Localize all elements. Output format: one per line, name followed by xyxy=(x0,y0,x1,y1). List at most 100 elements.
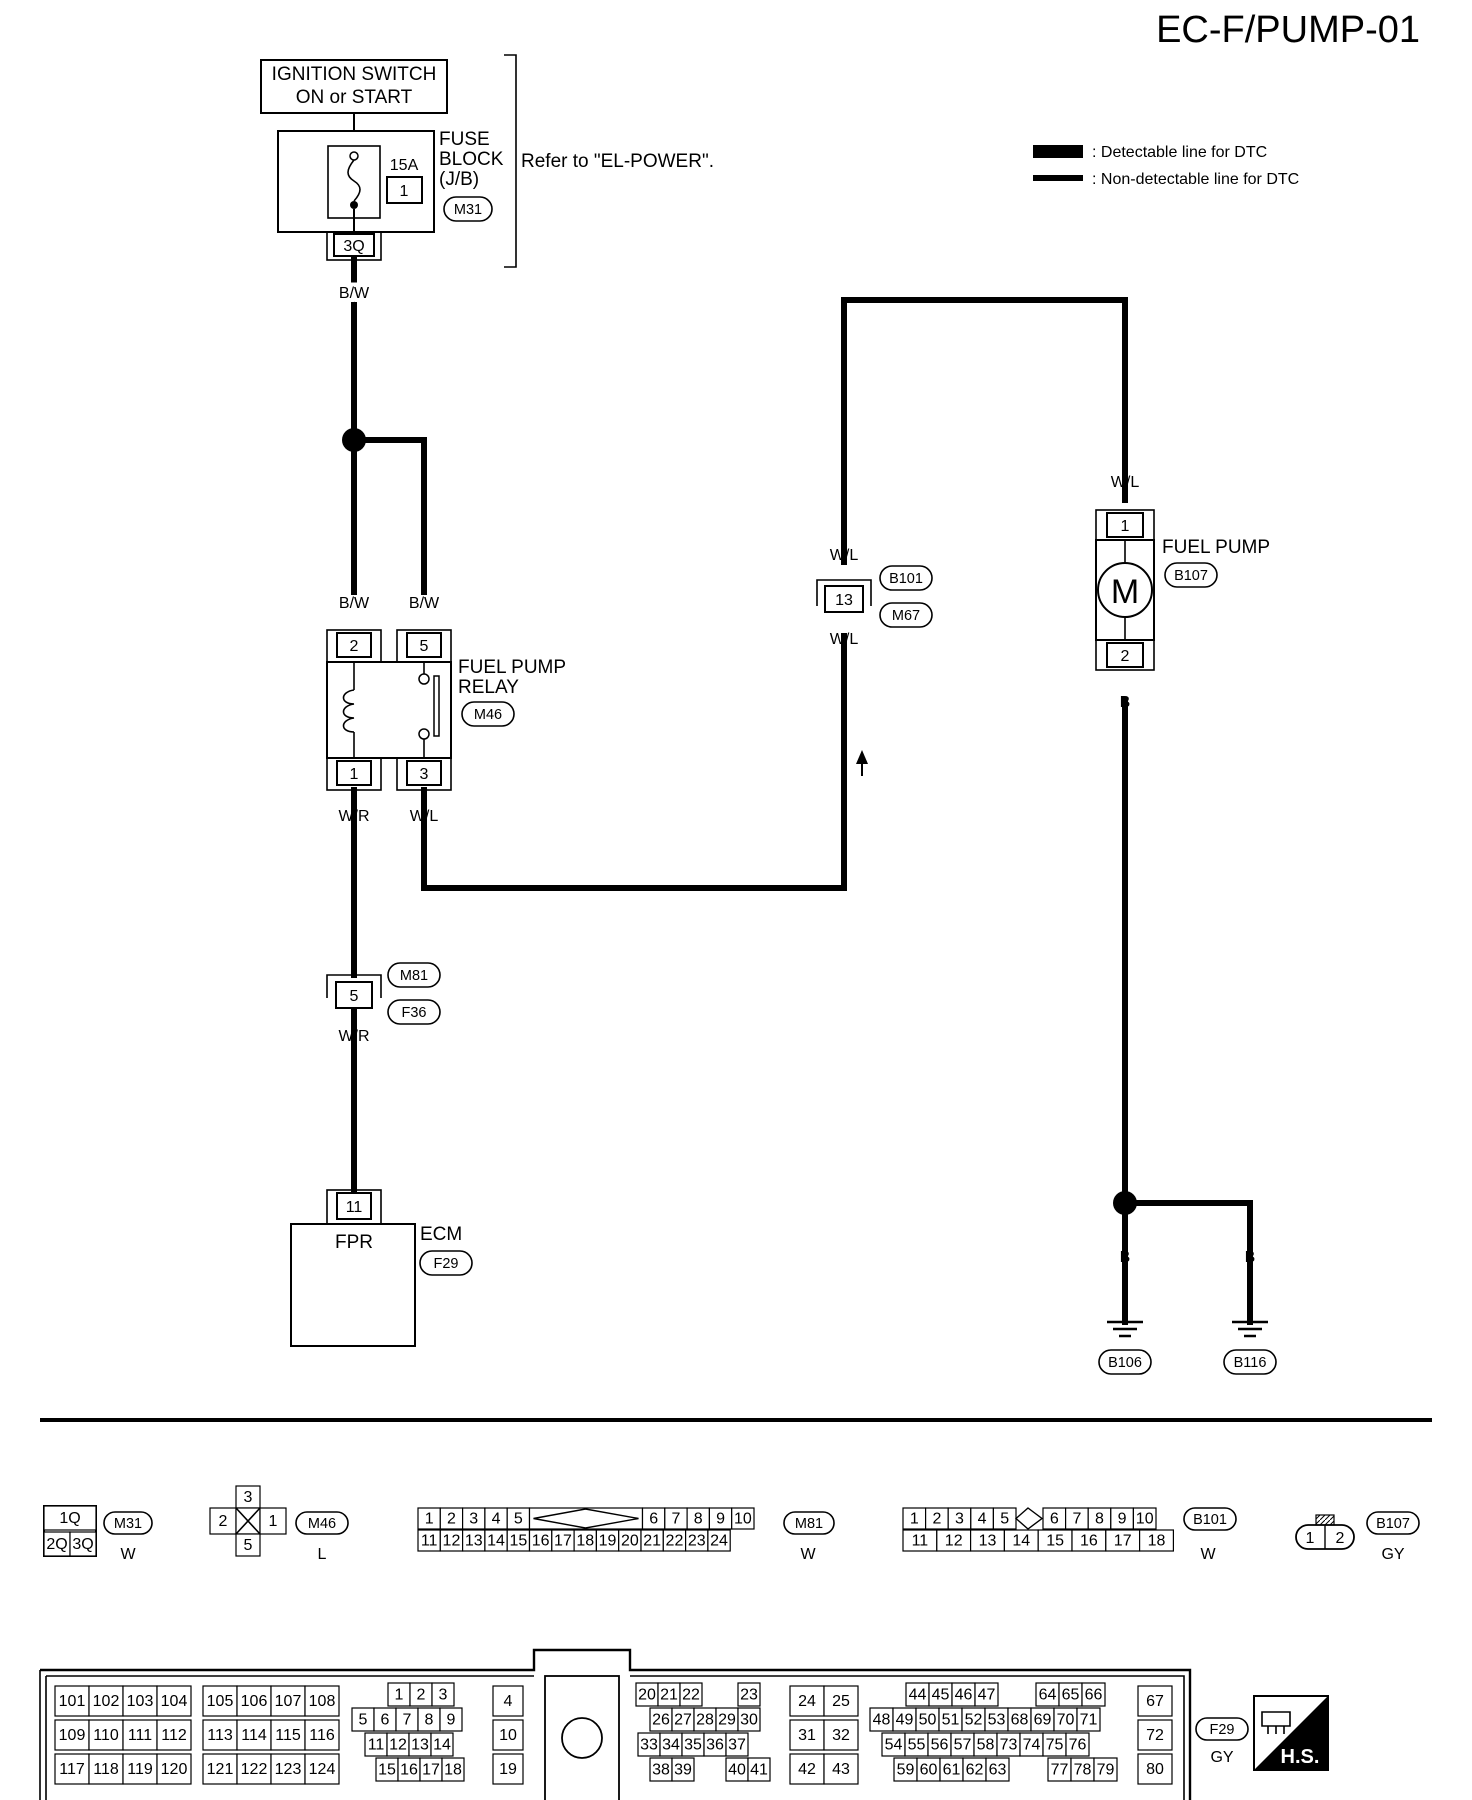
b101-pin-18: 18 xyxy=(1148,1533,1166,1550)
m31-pin-2q: 2Q xyxy=(46,1536,67,1553)
f29-pin-41-cell xyxy=(747,1757,771,1782)
f29-pin-123: 123 xyxy=(275,1761,302,1778)
f29-pin-109: 109 xyxy=(59,1727,86,1744)
b101-pin-3: 3 xyxy=(955,1511,964,1528)
m81-pin-14: 14 xyxy=(487,1533,505,1550)
diagram-title: EC-F/PUMP-01 xyxy=(1156,9,1420,51)
m81-pin-20: 20 xyxy=(621,1533,639,1550)
b101-pin-11: 11 xyxy=(912,1533,929,1550)
f29-pin-16: 16 xyxy=(400,1762,418,1779)
f29-pin-57: 57 xyxy=(954,1737,972,1754)
relay-pin1-box xyxy=(336,760,372,786)
legend-nondetectable-text: : Non-detectable line for DTC xyxy=(1092,171,1299,188)
f29-pin-103: 103 xyxy=(127,1693,154,1710)
f29-pin-108-cell xyxy=(304,1685,340,1717)
m31-pin-3q: 3Q xyxy=(72,1536,93,1553)
b101-pin-14: 14 xyxy=(1012,1533,1030,1550)
f29-pin-119-cell xyxy=(122,1753,158,1785)
f29-pin-60: 60 xyxy=(920,1762,938,1779)
f29-pin-119: 119 xyxy=(127,1761,153,1778)
relay-pin2-box xyxy=(336,632,372,658)
f29-pin-72: 72 xyxy=(1146,1727,1164,1744)
f29-pin-55: 55 xyxy=(908,1737,926,1754)
m46-pin-5-cell xyxy=(235,1533,261,1557)
m81-pin-24: 24 xyxy=(710,1533,728,1550)
b101-pin-13: 13 xyxy=(979,1533,997,1550)
f29-pin-58: 58 xyxy=(977,1737,995,1754)
m81-pin-22: 22 xyxy=(666,1533,684,1550)
b107-view-color: GY xyxy=(1381,1546,1404,1563)
b101-pin-6: 6 xyxy=(1050,1511,1059,1528)
connector-tag-m46-text: M46 xyxy=(474,707,502,723)
f29-pin-70: 70 xyxy=(1057,1712,1075,1729)
f29-pin-17: 17 xyxy=(422,1762,440,1779)
ignition-switch-box xyxy=(260,59,448,114)
f29-pin-112-cell xyxy=(156,1719,192,1751)
f29-pin-116-cell xyxy=(304,1719,340,1751)
b107-pin-2: 2 xyxy=(1336,1530,1345,1547)
f29-pin-18-cell xyxy=(441,1757,465,1782)
wire-label-wr-relay1: W/R xyxy=(338,808,369,825)
hs-label: H.S. xyxy=(1281,1746,1320,1768)
f29-pin-49: 49 xyxy=(896,1712,914,1729)
f29-pin-80: 80 xyxy=(1146,1761,1164,1778)
wire-label-wr-m81: W/R xyxy=(338,1028,369,1045)
pump-terminal-2: 2 xyxy=(1121,648,1130,665)
f29-pin-37: 37 xyxy=(728,1737,746,1754)
b101-pin-9: 9 xyxy=(1118,1511,1127,1528)
f29-pin-32-cell xyxy=(823,1719,859,1751)
f29-pin-114: 114 xyxy=(241,1727,267,1744)
f29-pin-20: 20 xyxy=(638,1687,656,1704)
f29-pin-120: 120 xyxy=(161,1761,188,1778)
b101-pin-16: 16 xyxy=(1080,1533,1098,1550)
f29-pin-28: 28 xyxy=(696,1712,714,1729)
m81-pin-3: 3 xyxy=(469,1511,478,1528)
b101-terminal: 13 xyxy=(835,592,853,609)
m46-pin-1: 1 xyxy=(269,1513,278,1530)
f29-pin-3-cell xyxy=(431,1682,455,1707)
f29-pin-59: 59 xyxy=(897,1762,915,1779)
f29-lock-icon xyxy=(561,1717,603,1759)
f29-pin-43-cell xyxy=(823,1753,859,1785)
f29-pin-43: 43 xyxy=(832,1761,850,1778)
f29-pin-118-cell xyxy=(88,1753,124,1785)
f29-view-color: GY xyxy=(1210,1749,1233,1766)
m46-view-tag-text: M46 xyxy=(308,1516,336,1532)
f29-pin-122-cell xyxy=(236,1753,272,1785)
f29-pin-42-cell xyxy=(789,1753,825,1785)
relay-pin5-box xyxy=(406,632,442,658)
f29-pin-47-cell xyxy=(974,1682,999,1707)
ecm-label: ECM xyxy=(420,1224,462,1245)
f29-pin-39-cell xyxy=(671,1757,695,1782)
f29-pin-112: 112 xyxy=(161,1727,187,1744)
f29-pin-25-cell xyxy=(823,1685,859,1717)
fuse-block-label-2: BLOCK xyxy=(439,149,504,170)
f29-pin-63: 63 xyxy=(989,1762,1007,1779)
b101-pin-12: 12 xyxy=(945,1533,963,1550)
legend-thin-line xyxy=(1033,175,1083,181)
f29-pin-15: 15 xyxy=(378,1762,396,1779)
f29-pin-23-cell xyxy=(737,1682,761,1707)
ignition-switch-state: ON or START xyxy=(296,87,413,108)
connector-tag-b101 xyxy=(879,565,933,591)
f29-pin-54: 54 xyxy=(885,1737,903,1754)
f29-pin-104-cell xyxy=(156,1685,192,1717)
b101-view-tag xyxy=(1183,1507,1237,1531)
f29-pin-21: 21 xyxy=(660,1687,678,1704)
f29-pin-79-cell xyxy=(1093,1757,1118,1782)
b101-pin-7: 7 xyxy=(1072,1511,1081,1528)
relay-pin3-housing xyxy=(396,757,452,791)
m81-pin-9: 9 xyxy=(716,1511,725,1528)
f29-pin-56: 56 xyxy=(931,1737,949,1754)
f29-pin-113: 113 xyxy=(207,1727,233,1744)
f29-pin-122: 122 xyxy=(241,1761,268,1778)
ecm-terminal-name: FPR xyxy=(335,1232,373,1253)
m46-view-color: L xyxy=(318,1546,327,1563)
f29-pin-65: 65 xyxy=(1062,1687,1080,1704)
b101-pin-4: 4 xyxy=(978,1511,987,1528)
b101-pin-1: 1 xyxy=(910,1511,919,1528)
m81-pin-6: 6 xyxy=(649,1511,658,1528)
f29-view-tag-text: F29 xyxy=(1210,1722,1235,1738)
f29-pin-19: 19 xyxy=(499,1761,517,1778)
